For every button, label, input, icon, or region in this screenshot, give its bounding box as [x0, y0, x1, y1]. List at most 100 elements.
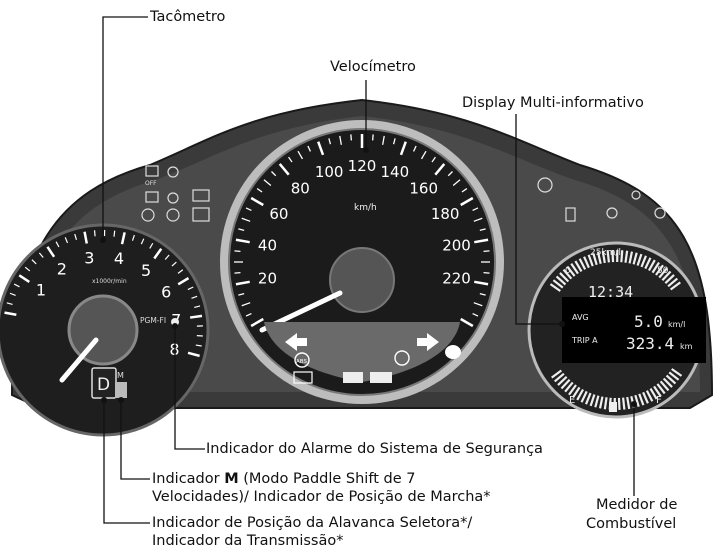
- mid-scale-min: 0: [565, 266, 571, 276]
- fuel-level-segment: [665, 374, 677, 385]
- speedometer-tick: [392, 138, 396, 145]
- warning-light-panel: [264, 322, 460, 382]
- fuel-level-segment: [634, 394, 640, 408]
- multi-info-screen: [562, 297, 706, 363]
- speedometer-tick: [238, 292, 245, 296]
- speedometer-tick: [339, 135, 342, 145]
- tachometer-tick: [164, 254, 170, 260]
- speedometer-unit: km/h: [354, 203, 377, 213]
- tachometer-number: 3: [84, 248, 94, 267]
- fuel-level-segment: [580, 390, 588, 403]
- tachometer-tick: [46, 246, 56, 258]
- speedometer-tick: [238, 228, 245, 232]
- tachometer-number: 1: [36, 281, 46, 300]
- tachometer-number: 5: [141, 261, 151, 280]
- speedometer-tick: [234, 271, 241, 274]
- fuel-level-segment: [656, 383, 666, 395]
- fuel-full-label: F: [656, 395, 662, 406]
- fuel-level-segment: [572, 386, 581, 399]
- tachometer-tick: [140, 238, 145, 245]
- pgmfi-indicator: PGM-FI: [140, 316, 166, 325]
- economy-segment: [601, 250, 606, 264]
- economy-segment: [664, 274, 675, 284]
- m-indicator-prefix: Indicador: [152, 471, 225, 487]
- auto-brake-hold-indicator: [192, 207, 210, 222]
- fuel-level-segment: [589, 394, 596, 407]
- selector-leader: [103, 400, 150, 524]
- economy-segment: [549, 283, 561, 292]
- economy-segment: [587, 254, 594, 267]
- economy-segment: [636, 253, 643, 266]
- tachometer-tick: [194, 305, 201, 308]
- label-tachometer: Tacômetro: [150, 9, 226, 25]
- clock-display: 12:34: [588, 283, 633, 301]
- tachometer-tick: [171, 261, 177, 267]
- economy-segment: [655, 264, 664, 276]
- speedometer-tick: [245, 312, 252, 317]
- speedometer-number: 180: [431, 205, 460, 223]
- security-leader: [174, 326, 205, 450]
- tachometer-tick: [6, 302, 13, 306]
- economy-segment: [620, 250, 624, 263]
- brake-system-indicator: [394, 350, 410, 366]
- fuel-level-segment: [638, 393, 645, 406]
- speedometer-tick: [234, 250, 241, 253]
- economy-segment: [670, 281, 681, 291]
- tachometer-tick: [9, 292, 16, 297]
- speedometer-tick: [452, 179, 461, 187]
- tachometer-tick: [189, 314, 203, 319]
- tachometer-tick: [74, 233, 78, 240]
- speedometer-tick: [434, 163, 446, 176]
- speedometer-tick: [250, 196, 264, 207]
- speedometer-number: 100: [315, 163, 344, 181]
- tachometer-tick: [153, 247, 163, 260]
- speedometer-tick: [382, 135, 385, 145]
- economy-segment: [658, 267, 668, 279]
- fuel-empty-label: E: [569, 395, 575, 406]
- economy-segment: [628, 251, 634, 264]
- m-indicator-rest: (Modo Paddle Shift de 7: [238, 471, 416, 487]
- tachometer-tick: [13, 283, 20, 288]
- economy-segment: [651, 261, 660, 274]
- vsa-indicator: [145, 191, 159, 203]
- label-security-alarm: Indicador do Alarme do Sistema de Segura…: [206, 441, 543, 457]
- check-engine-indicator: [141, 208, 155, 222]
- economy-segment: [632, 252, 638, 265]
- speedometer-tick: [271, 171, 277, 177]
- label-multi-info-display: Display Multi-informativo: [462, 95, 644, 111]
- parking-brake-indicator: [166, 208, 180, 222]
- avg-label: AVG: [572, 313, 589, 322]
- speedometer-tick: [412, 145, 417, 152]
- fuel-level-segment: [626, 396, 631, 410]
- tpms-indicator: [167, 166, 179, 178]
- tachometer-tick: [177, 269, 184, 274]
- tachometer-tick: [120, 232, 126, 245]
- label-selector-line1: Indicador de Posição da Alavanca Seletor…: [152, 515, 473, 531]
- fuel-level-segment: [617, 397, 621, 410]
- fuel-pump-icon: [609, 402, 617, 412]
- fuel-level-segment: [598, 396, 604, 409]
- speedometer-tick: [473, 302, 483, 307]
- tachometer-tick: [113, 230, 116, 237]
- tachometer-tick: [24, 266, 31, 272]
- callout-dots: [100, 147, 637, 407]
- speedometer-number: 80: [291, 179, 310, 197]
- abs-label: ABS: [296, 359, 307, 365]
- brake-hold-indicator: [192, 189, 210, 202]
- tachometer-tick: [177, 277, 190, 286]
- economy-segment: [611, 250, 615, 263]
- speedometer-tick: [460, 196, 474, 207]
- right-turn-indicator: [417, 333, 439, 351]
- speedometer-tick: [460, 317, 474, 328]
- upper-right-indicators: [537, 177, 666, 222]
- fuel-level-segment: [642, 391, 649, 404]
- mid-scale-label: 25km/l: [590, 248, 621, 258]
- fuel-level-segment: [585, 392, 592, 405]
- fog-light-indicator: [606, 207, 618, 219]
- economy-segment: [648, 259, 656, 272]
- selector-position-glyph: D: [97, 375, 110, 395]
- tachometer-tick: [31, 259, 37, 265]
- speedometer-tick: [474, 238, 489, 244]
